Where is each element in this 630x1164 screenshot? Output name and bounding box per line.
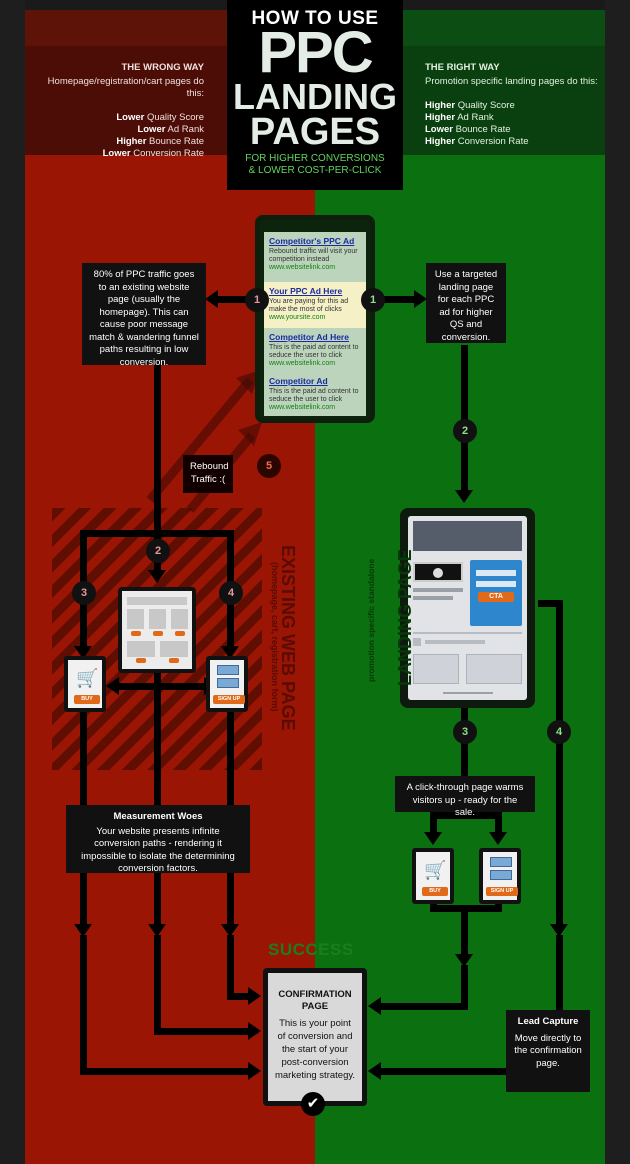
measurement-heading: Measurement Woes	[113, 811, 203, 822]
ad-body: Rebound traffic will visit your competit…	[269, 248, 358, 263]
ad-body: You are paying for this ad make the most…	[269, 298, 349, 313]
wrong-way-item: Higher Bounce Rate	[116, 136, 204, 147]
wrong-way-subheading: Homepage/registration/cart pages do this…	[47, 76, 204, 99]
search-ads-panel: Competitor's PPC Ad Rebound traffic will…	[255, 215, 375, 423]
ad-headline[interactable]: Competitor Ad	[269, 376, 328, 386]
right-way-text: THE RIGHT WAY Promotion specific landing…	[425, 62, 603, 148]
signup-page-left: SIGN UP	[206, 656, 248, 712]
step-3-left-badge: 3	[72, 581, 96, 605]
wrong-way-item: Lower Conversion Rate	[102, 148, 204, 159]
right-way-subheading: Promotion specific landing pages do this…	[425, 76, 598, 87]
ad-body: This is the paid ad content to seduce th…	[269, 388, 359, 403]
ad-headline[interactable]: Competitor Ad Here	[269, 332, 349, 342]
wrong-way-text: THE WRONG WAY Homepage/registration/cart…	[30, 62, 204, 160]
buy-page-right: 🛒 BUY	[412, 848, 454, 904]
title-block: HOW TO USE PPC LANDING PAGES FOR HIGHER …	[227, 0, 403, 190]
ad-url: www.websitelink.com	[269, 404, 336, 411]
wrong-way-item: Lower Ad Rank	[137, 124, 204, 135]
right-way-item: Higher Ad Rank	[425, 112, 494, 123]
step-4-right-badge: 4	[547, 720, 571, 744]
existing-page-title: EXISTING WEB PAGE	[278, 545, 298, 731]
signup-button[interactable]: SIGN UP	[486, 887, 518, 896]
video-thumbnail[interactable]	[413, 562, 463, 582]
title-subtitle: FOR HIGHER CONVERSIONS & LOWER COST-PER-…	[245, 153, 385, 176]
lead-form: CTA	[470, 560, 522, 626]
buy-page-left: 🛒 BUY	[64, 656, 106, 712]
right-way-heading: THE RIGHT WAY	[425, 62, 500, 73]
left-edge	[0, 0, 25, 1164]
ad-url: www.yoursite.com	[269, 314, 326, 321]
title-pages: PAGES	[249, 111, 381, 153]
signup-page-right: SIGN UP	[479, 848, 521, 904]
landing-page-subtitle: promotion specific standalone	[366, 558, 376, 682]
title-how-to-use: HOW TO USE	[251, 8, 379, 29]
measurement-callout: Measurement Woes Your website presents i…	[66, 805, 250, 875]
ad-item[interactable]: Competitor Ad This is the paid ad conten…	[264, 372, 366, 416]
right-edge	[605, 0, 630, 1164]
step-2-right-badge: 2	[453, 419, 477, 443]
step-2-left-badge: 2	[146, 539, 170, 563]
right-way-item: Higher Conversion Rate	[425, 136, 529, 147]
title-landing: LANDING	[233, 76, 397, 117]
right-callout: Use a targeted landing page for each PPC…	[426, 263, 506, 343]
lead-capture-callout: Lead Capture Move directly to the confir…	[506, 1010, 590, 1092]
checkmark-icon: ✔	[301, 1092, 325, 1116]
confirmation-page: CONFIRMATION PAGE This is your point of …	[263, 968, 367, 1106]
step-5-badge: 5	[257, 454, 281, 478]
right-way-item: Higher Quality Score	[425, 100, 515, 111]
signup-button[interactable]: SIGN UP	[213, 695, 245, 704]
existing-web-page-mockup	[118, 587, 196, 673]
wrong-way-item: Lower Quality Score	[116, 112, 204, 123]
confirmation-body: This is your point of conversion and the…	[274, 1018, 356, 1081]
lead-capture-body: Move directly to the confirmation page.	[514, 1032, 582, 1069]
success-label: SUCCESS	[268, 940, 354, 959]
step-1-right-badge: 1	[361, 288, 385, 312]
form-icon	[217, 665, 239, 689]
play-icon	[433, 568, 443, 578]
clickthrough-callout: A click-through page warms visitors up -…	[395, 776, 535, 818]
rebound-callout: Rebound Traffic :(	[183, 455, 233, 493]
measurement-body: Your website presents infinite conversio…	[81, 825, 235, 875]
ad-item-yours[interactable]: Your PPC Ad Here You are paying for this…	[264, 282, 366, 328]
right-way-item: Lower Bounce Rate	[425, 124, 511, 135]
confirmation-heading: CONFIRMATION PAGE	[278, 989, 352, 1012]
shopping-cart-icon: 🛒	[76, 668, 99, 688]
ad-item[interactable]: Competitor's PPC Ad Rebound traffic will…	[264, 232, 366, 284]
landing-page-title: LANDING PAGE	[395, 549, 415, 686]
left-callout: 80% of PPC traffic goes to an existing w…	[82, 263, 206, 368]
form-icon	[490, 857, 512, 881]
buy-button[interactable]: BUY	[422, 887, 448, 896]
shopping-cart-icon: 🛒	[424, 860, 447, 880]
ad-headline[interactable]: Competitor's PPC Ad	[269, 236, 355, 246]
ad-headline[interactable]: Your PPC Ad Here	[269, 286, 343, 296]
lead-capture-heading: Lead Capture	[517, 1016, 579, 1027]
existing-page-subtitle: (homepage, cart, registration form)	[270, 562, 280, 712]
buy-button[interactable]: BUY	[74, 695, 100, 704]
step-1-left-badge: 1	[245, 288, 269, 312]
ad-url: www.websitelink.com	[269, 360, 336, 367]
ad-item[interactable]: Competitor Ad Here This is the paid ad c…	[264, 328, 366, 372]
cta-button[interactable]: CTA	[478, 592, 514, 602]
ad-url: www.websitelink.com	[269, 264, 336, 271]
step-4-left-badge: 4	[219, 581, 243, 605]
title-ppc: PPC	[258, 20, 373, 85]
landing-page-mockup: CTA	[400, 508, 535, 708]
ad-body: This is the paid ad content to seduce th…	[269, 344, 359, 359]
wrong-way-heading: THE WRONG WAY	[121, 62, 204, 73]
step-3-right-badge: 3	[453, 720, 477, 744]
